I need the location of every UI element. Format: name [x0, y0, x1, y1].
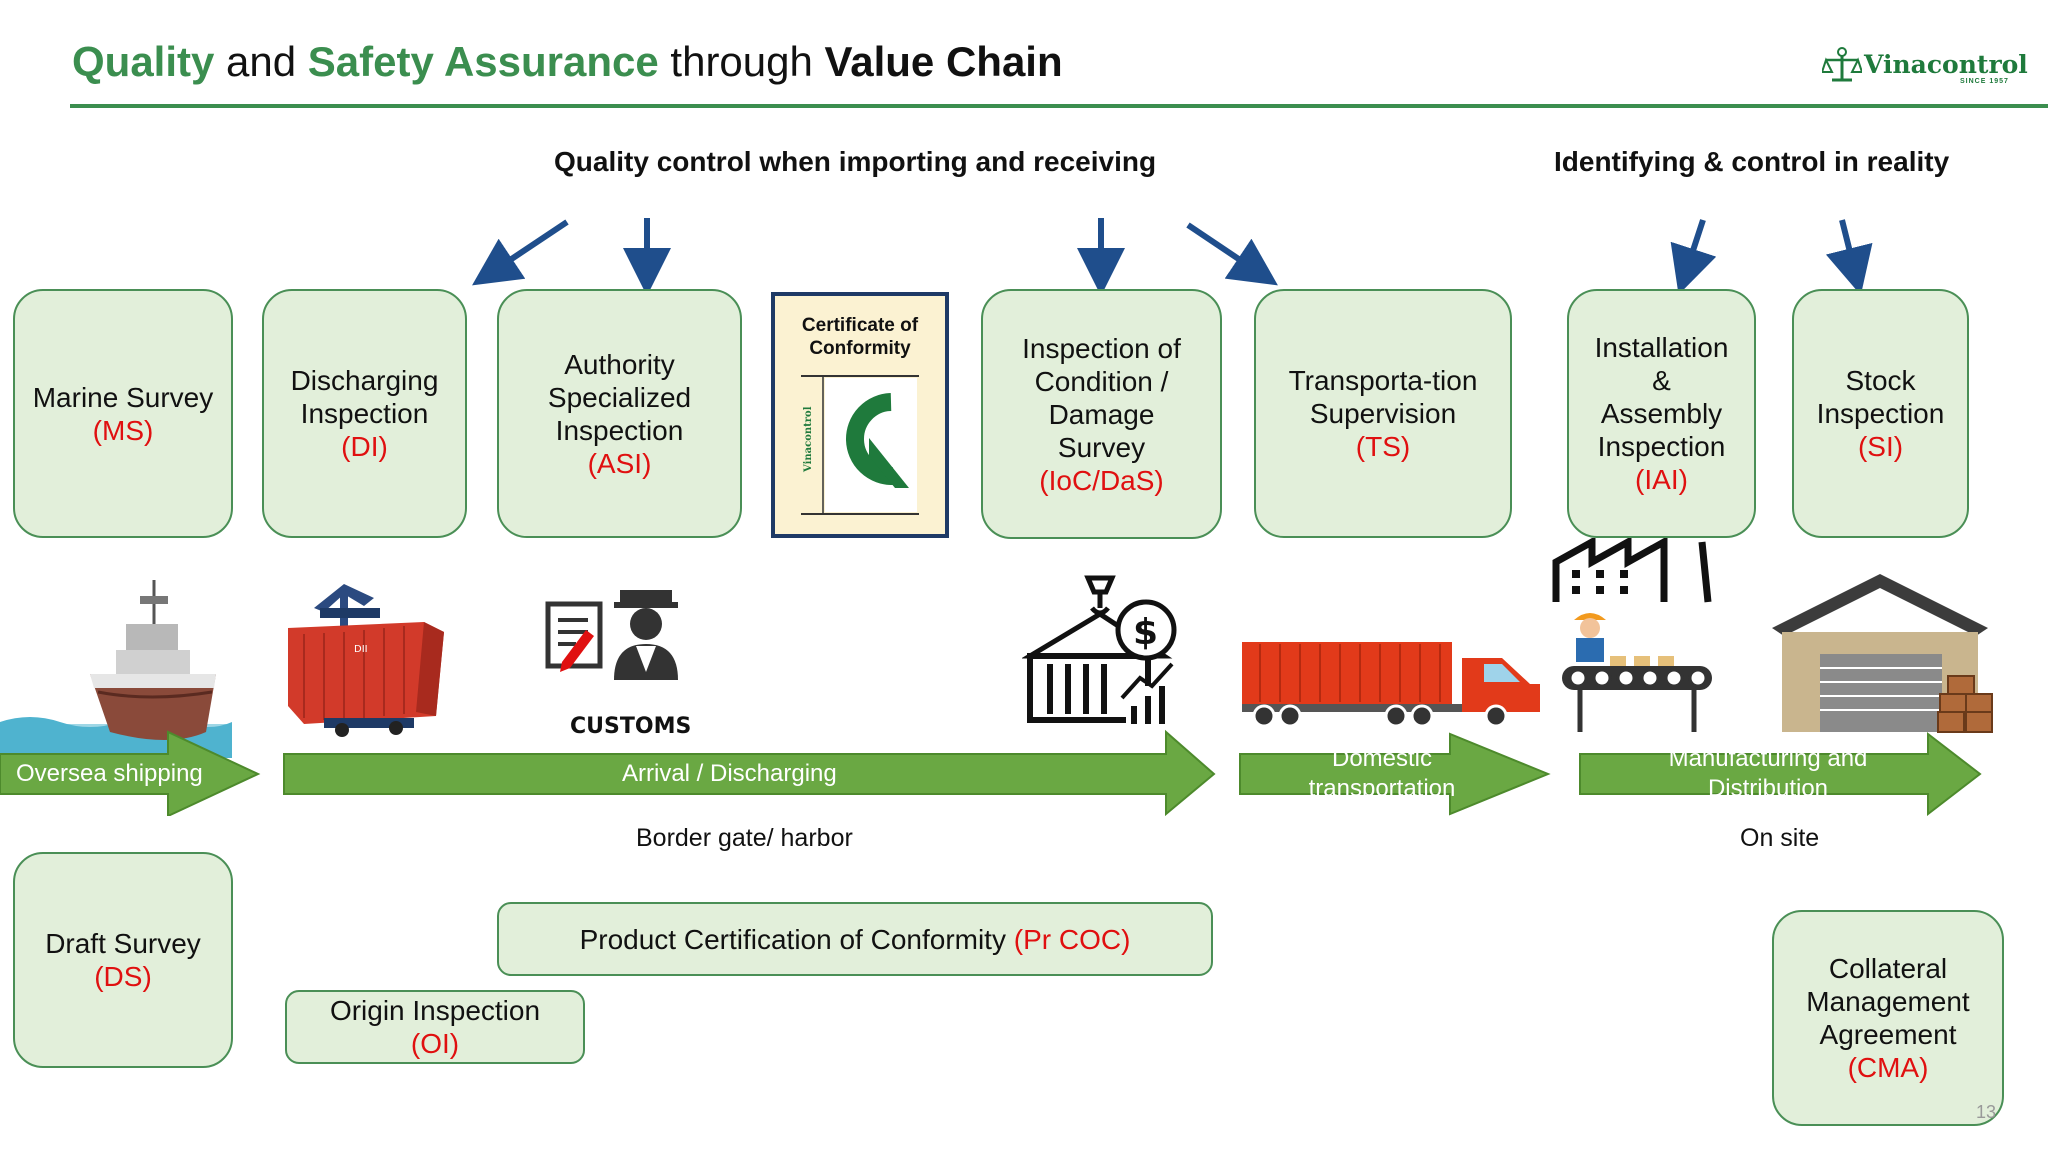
certificate-emblem-icon: Vinacontrol	[801, 375, 919, 515]
title-value-chain: Value Chain	[824, 38, 1063, 85]
box-label: Authority Specialized Inspection	[547, 348, 692, 446]
certificate-title: Certificate of Conformity	[801, 315, 919, 359]
box-code: (CMA)	[1847, 1052, 1929, 1083]
box-label: Discharging Inspection	[290, 365, 439, 429]
box-code: (IoC/DaS)	[1039, 464, 1164, 496]
certificate-brand: Vinacontrol	[803, 406, 814, 473]
box-stock-inspection: Stock Inspection(SI)	[1792, 289, 1969, 538]
band-arrow-manufacturing	[1579, 731, 1982, 816]
box-label: Transporta-tion Supervision	[1288, 365, 1478, 429]
box-label: Inspection of Condition / Damage Survey	[1022, 332, 1181, 463]
box-code: (TS)	[1355, 431, 1411, 462]
arrow-to-discharging	[472, 219, 569, 286]
section-title-reality: Identifying & control in reality	[1554, 146, 1950, 177]
box-code: (ASI)	[587, 447, 652, 479]
box-marine-survey: Marine Survey (MS)	[13, 289, 233, 538]
box-label: Origin Inspection	[329, 995, 541, 1026]
caption-on-site: On site	[1740, 824, 1820, 852]
title-through: through	[658, 38, 825, 85]
box-code: (DS)	[94, 961, 152, 992]
box-label: Draft Survey	[45, 928, 201, 959]
box-label: Stock Inspection	[1816, 365, 1945, 429]
box-discharging-inspection: Discharging Inspection(DI)	[262, 289, 467, 538]
box-code: (DI)	[341, 431, 388, 462]
header-rule	[70, 104, 2048, 108]
customs-officer-icon	[545, 590, 678, 680]
band-label-domestic: Domestic transportation	[1308, 745, 1456, 796]
section-arrows	[472, 218, 1873, 296]
box-collateral-management: Collateral Management Agreement(CMA)	[1772, 910, 2004, 1126]
caption-border-gate: Border gate/ harbor	[636, 824, 853, 852]
customs-label: CUSTOMS	[570, 714, 692, 739]
vinacontrol-scale-icon	[1822, 47, 1862, 82]
box-product-certification: Product Certification of Conformity (Pr …	[497, 902, 1213, 976]
box-inspection-of-condition: Inspection of Condition / Damage Survey(…	[981, 289, 1222, 539]
value-chain-bands	[0, 729, 1982, 816]
section-title-importing: Quality control when importing and recei…	[554, 146, 1157, 177]
arrow-to-transportation	[1186, 222, 1278, 286]
band-label-oversea: Oversea shipping	[16, 760, 203, 787]
box-transportation-supervision: Transporta-tion Supervision(TS)	[1254, 289, 1512, 538]
box-draft-survey: Draft Survey(DS)	[13, 852, 233, 1068]
box-code: (MS)	[92, 414, 154, 446]
arrow-to-stock	[1825, 219, 1873, 296]
arrow-to-installation	[1670, 219, 1717, 295]
title-quality: Quality	[72, 38, 215, 85]
page-title: Quality and Safety Assurance through Val…	[72, 34, 1063, 90]
container-crane-icon: DII	[288, 584, 444, 737]
truck-icon	[1242, 642, 1540, 728]
band-arrow-oversea	[0, 730, 261, 816]
title-safety-assurance: Safety Assurance	[307, 38, 659, 85]
logo-since: SINCE 1957	[1960, 78, 2009, 85]
factory-production-icon	[1552, 538, 1712, 732]
vinacontrol-logo: Vinacontrol	[1864, 50, 2028, 79]
band-label-manufacturing: Manufacturing and Distribution	[1668, 745, 1868, 796]
band-arrow-arrival	[283, 729, 1216, 816]
box-label: Product Certification of Conformity	[579, 923, 1006, 955]
box-label: Installation & Assembly Inspection	[1594, 332, 1729, 462]
slide-number: 13	[1976, 1102, 1997, 1122]
box-code: (IAI)	[1635, 464, 1688, 495]
title-and: and	[214, 38, 308, 85]
box-authority-specialized-inspection: Authority Specialized Inspection(ASI)	[497, 289, 742, 538]
box-label: Marine Survey	[32, 381, 214, 413]
box-label: Collateral Management Agreement	[1806, 953, 1970, 1050]
warehouse-icon	[1772, 574, 1993, 733]
certificate-of-conformity: Certificate of Conformity Vinacontrol	[771, 292, 949, 538]
container-inspection-icon: $	[1022, 575, 1177, 726]
box-code: (OI)	[410, 1028, 460, 1059]
box-code: (Pr COC)	[1013, 923, 1131, 955]
band-label-arrival: Arrival / Discharging	[622, 760, 837, 787]
box-origin-inspection: Origin Inspection(OI)	[285, 990, 585, 1064]
svg-text:$: $	[1133, 612, 1158, 653]
box-code: (SI)	[1857, 431, 1904, 462]
box-installation-assembly-inspection: Installation & Assembly Inspection(IAI)	[1567, 289, 1756, 538]
ship-icon	[0, 580, 232, 758]
container-text: DII	[354, 644, 368, 655]
band-arrow-domestic	[1239, 732, 1551, 816]
